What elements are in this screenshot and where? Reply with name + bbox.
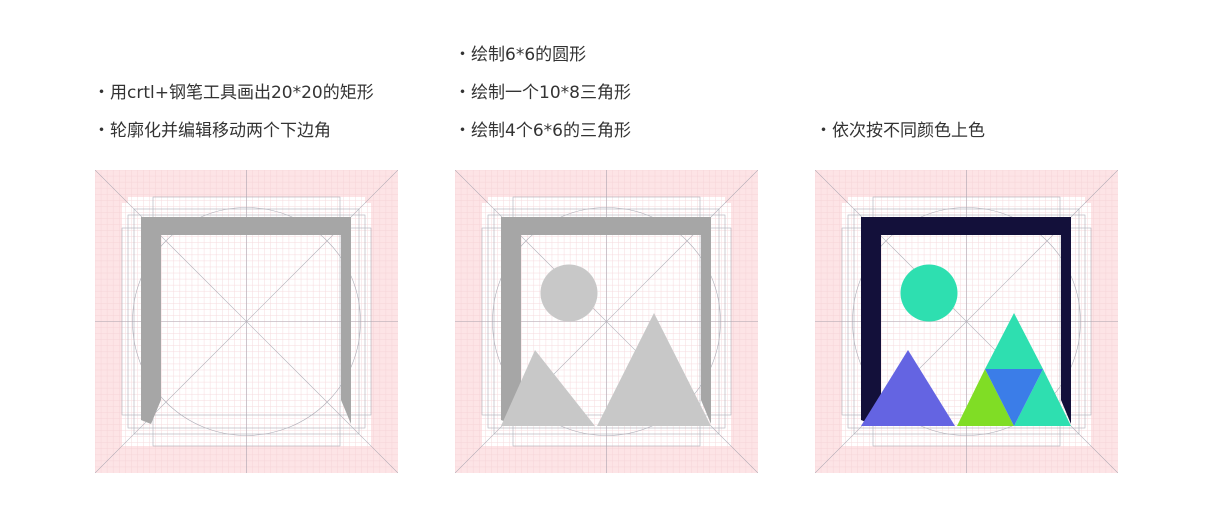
triangle-teal-right	[1014, 369, 1071, 426]
step-text-draw-small-triangles: ・绘制4个6*6的三角形	[454, 121, 631, 141]
picture-icon-outline	[95, 170, 398, 473]
panel-step-2	[455, 170, 758, 473]
mountain-large	[597, 313, 711, 426]
panel-step-3	[815, 170, 1118, 473]
step-text-draw-rect: ・用crtl+钢笔工具画出20*20的矩形	[93, 83, 374, 103]
sun-circle	[540, 264, 598, 322]
sun-circle	[900, 264, 958, 322]
triangle-teal-top	[985, 313, 1043, 369]
picture-icon-colored	[815, 170, 1118, 473]
keyline-guides	[95, 170, 398, 473]
step-text-apply-colors: ・依次按不同颜色上色	[815, 121, 985, 141]
keyline-guides	[815, 170, 1118, 473]
step-text-draw-big-triangle: ・绘制一个10*8三角形	[454, 83, 631, 103]
keyline-guides	[455, 170, 758, 473]
triangle-green	[957, 369, 1014, 426]
step-text-outline-edit: ・轮廓化并编辑移动两个下边角	[93, 121, 331, 141]
triangle-blue	[985, 369, 1043, 426]
step-text-draw-circle: ・绘制6*6的圆形	[454, 45, 587, 65]
panel-step-1	[95, 170, 398, 473]
triangle-purple	[861, 350, 955, 426]
mountain-small	[501, 350, 595, 426]
picture-icon-gray	[455, 170, 758, 473]
